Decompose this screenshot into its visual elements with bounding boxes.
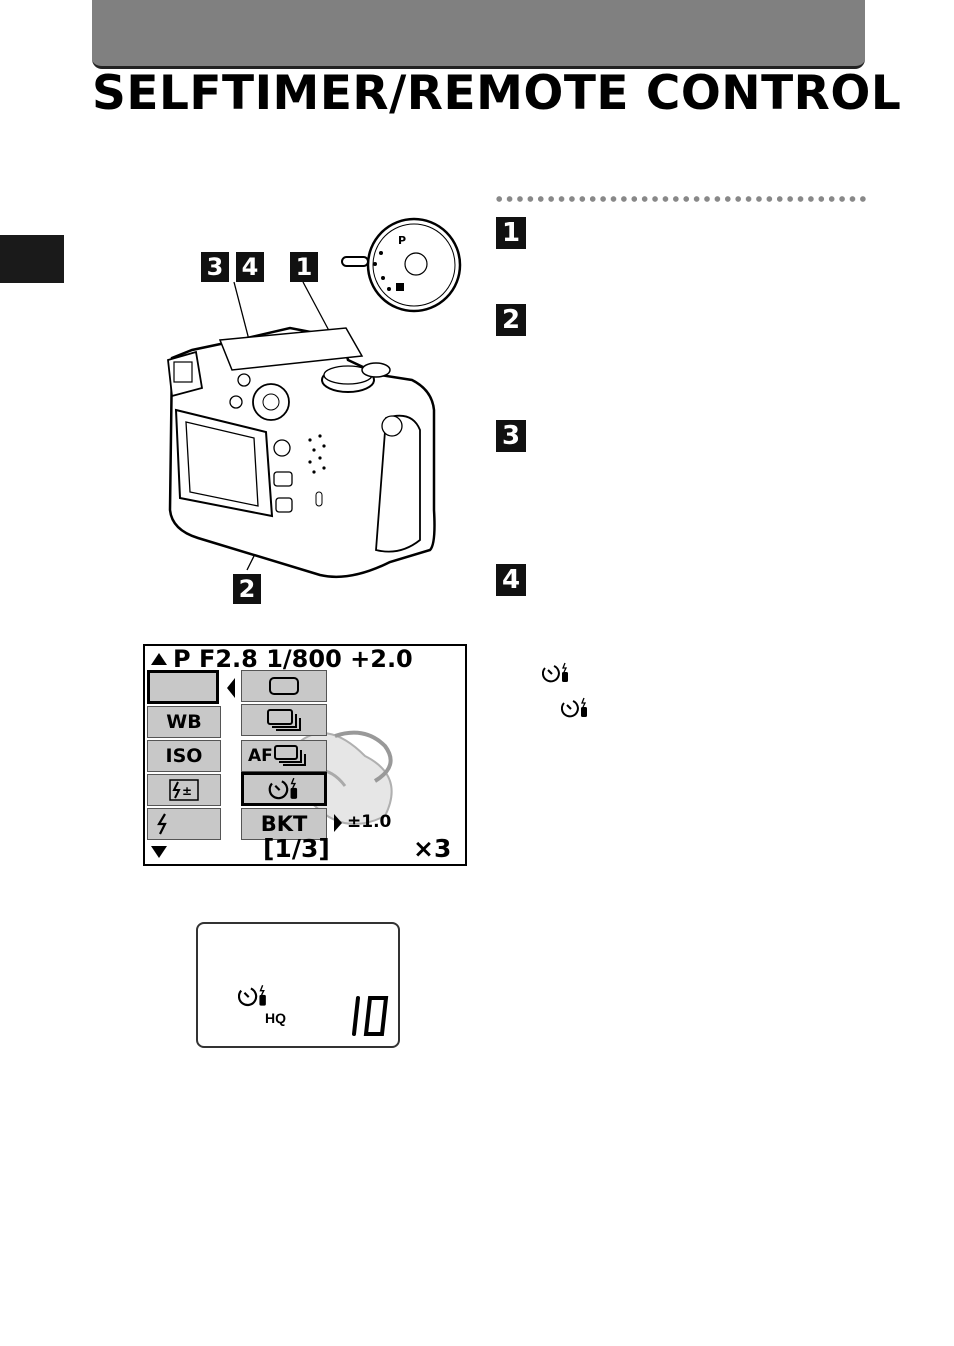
menu-option-sequential[interactable] (241, 704, 327, 736)
sequential-icon (267, 709, 301, 731)
selection-caret-icon (227, 678, 235, 698)
menu-option-single-frame[interactable] (241, 670, 327, 702)
sequential-icon (273, 745, 306, 766)
flash-icon (157, 813, 167, 835)
menu-item-wb[interactable]: WB (147, 706, 221, 738)
menu-item-drive[interactable] (147, 670, 219, 704)
quality-indicator: HQ (265, 1010, 286, 1026)
control-panel-lcd: HQ (196, 922, 400, 1048)
svg-text:P: P (398, 234, 406, 247)
menu-screen: P F2.8 1/800 +2.0 WB ISO ± AF (143, 644, 467, 866)
step-badge-4: 4 (496, 564, 526, 596)
submenu-arrow-icon (334, 814, 342, 832)
page-indicator: [1/3] (263, 834, 330, 863)
callout-1: 1 (290, 252, 318, 282)
flash-exposure-icon: ± (169, 779, 199, 801)
step-badge-3: 3 (496, 420, 526, 452)
menu-item-flash-exposure[interactable]: ± (147, 774, 221, 806)
scroll-up-arrow-icon[interactable] (151, 653, 167, 665)
frames-remaining-display (352, 996, 389, 1036)
selftimer-remote-icon (238, 985, 266, 1007)
selftimer-remote-icon (542, 662, 568, 683)
menu-option-bkt[interactable]: BKT (241, 808, 327, 840)
selftimer-remote-icon (561, 697, 587, 718)
camera-illustration: P (167, 217, 462, 579)
menu-option-selftimer-remote[interactable] (241, 772, 327, 806)
bkt-value: ±1.0 (347, 812, 392, 832)
dotted-rule (494, 195, 866, 203)
menu-item-iso[interactable]: ISO (147, 740, 221, 772)
selftimer-remote-icon (268, 777, 298, 800)
callout-3: 3 (201, 252, 229, 282)
page-title: SELFTIMER/REMOTE CONTROL (92, 66, 902, 121)
callout-2: 2 (233, 574, 261, 604)
callout-4: 4 (236, 252, 264, 282)
chapter-tab (0, 235, 64, 283)
status-line: P F2.8 1/800 +2.0 (151, 646, 413, 672)
step-badge-1: 1 (496, 217, 526, 249)
menu-option-af-sequential[interactable]: AF (241, 740, 327, 772)
scroll-down-arrow-icon[interactable] (151, 846, 167, 858)
step-badge-2: 2 (496, 304, 526, 336)
header-bar (92, 0, 865, 69)
bracket-multiplier: ×3 (413, 834, 452, 863)
svg-text:±: ± (182, 784, 192, 798)
single-frame-icon (269, 677, 299, 695)
menu-item-flash[interactable] (147, 808, 221, 840)
